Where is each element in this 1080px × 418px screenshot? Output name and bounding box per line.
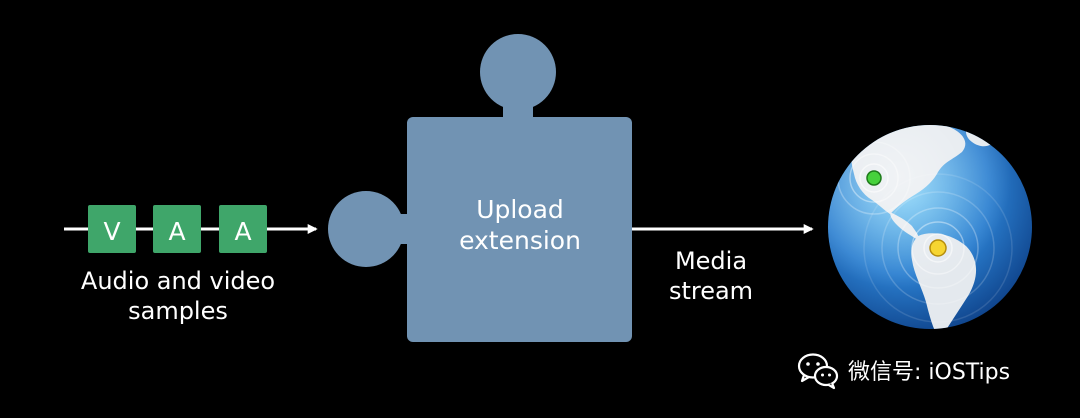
puzzle-piece-icon: [328, 34, 632, 342]
extension-label-line1: Upload: [476, 195, 564, 224]
extension-label-line2: extension: [459, 226, 581, 256]
globe-icon: [828, 125, 1032, 329]
sample-box-audio: A: [219, 205, 267, 253]
samples-label-line2: samples: [128, 297, 228, 325]
wechat-icon: [797, 353, 839, 390]
sample-box-video: V: [88, 205, 136, 253]
location-pin-green: [866, 170, 882, 186]
samples-label: Audio and video samples: [60, 266, 296, 326]
samples-label-line1: Audio and video: [80, 267, 276, 295]
extension-label: Upload extension: [408, 194, 632, 257]
sample-letter: A: [168, 217, 185, 246]
media-stream-label-line2: stream: [668, 277, 754, 305]
sample-letter: A: [234, 217, 251, 246]
media-stream-label-line1: Media: [674, 247, 748, 275]
sample-letter: V: [103, 217, 120, 246]
sample-box-audio: A: [153, 205, 201, 253]
watermark: 微信号: iOSTips: [796, 348, 1066, 392]
media-stream-label: Media stream: [646, 246, 776, 306]
location-pin-yellow: [929, 239, 947, 257]
watermark-text: 微信号: iOSTips: [848, 360, 1011, 385]
